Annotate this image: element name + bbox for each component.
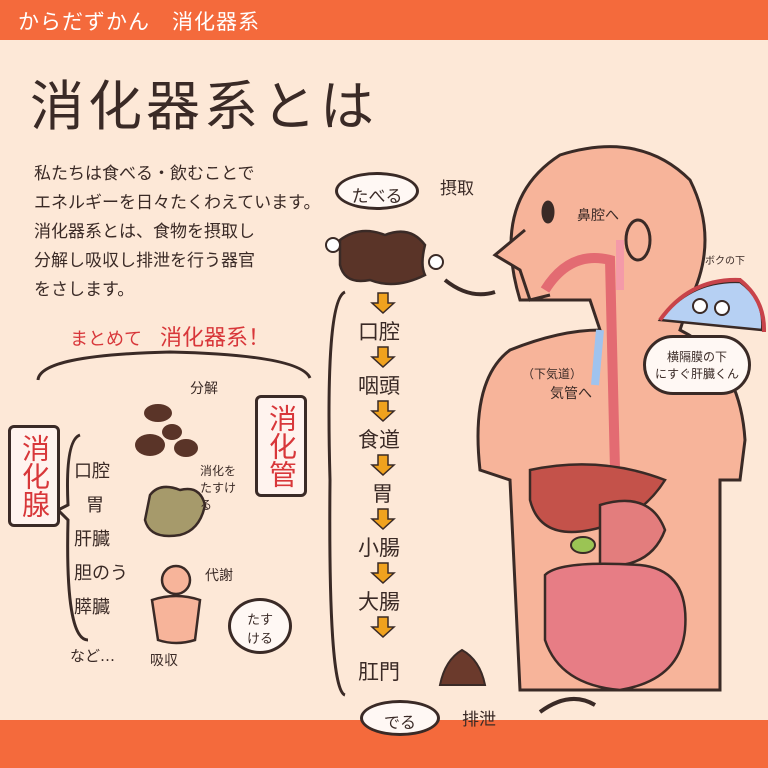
intro-line: 分解し吸収し排泄を行う器官 — [34, 251, 255, 271]
header-band — [0, 0, 768, 40]
eat-bubble: たべる — [335, 172, 419, 210]
food-pieces-icon — [135, 404, 198, 457]
gland-label: 消化腺 — [8, 425, 60, 527]
intro-line: 私たちは食べる・飲むことで — [34, 164, 255, 184]
digested-food-icon — [143, 485, 207, 538]
gland-item: 肝臓 — [74, 529, 110, 550]
liver-bubble-line: にすぐ肝臓くん — [654, 367, 740, 381]
summary-prefix: まとめて — [70, 329, 142, 350]
intake-label: 摂取 — [440, 179, 474, 199]
person-character-icon — [150, 564, 202, 645]
flow-step: 食道 — [358, 428, 400, 452]
tract-label: 消化管 — [255, 395, 307, 497]
flow-step: 口腔 — [358, 320, 400, 344]
summary-brace — [36, 350, 312, 381]
summary-highlight: 消化器系！ — [160, 326, 271, 351]
diaphragm-character — [657, 277, 767, 333]
note-breakdown: 分解 — [190, 381, 218, 397]
gland-list: 口腔 胃 肝臓 胆のう 膵臓 — [74, 455, 128, 625]
excrete-arrow — [538, 696, 597, 714]
gland-item: 胃 — [86, 495, 104, 516]
trachea-arrow — [591, 329, 604, 386]
excrete-label: 排泄 — [462, 710, 496, 730]
flow-step: 小腸 — [358, 536, 400, 560]
flow-arrows — [370, 292, 396, 639]
header-title: からだずかん 消化器系 — [18, 10, 260, 34]
trachea-label: 気管へ — [550, 386, 592, 402]
summary-label: まとめて 消化器系！ — [70, 320, 270, 352]
liver-bubble-line: 横隔膜の下 — [666, 350, 727, 364]
intro-text: 私たちは食べる・飲むことで エネルギーを日々たくわえています。 消化器系とは、食… — [34, 160, 334, 305]
gland-brace — [55, 433, 89, 642]
tract-brace — [327, 290, 346, 697]
esophagus-airway — [540, 253, 620, 471]
intake-arrow — [443, 278, 496, 297]
intro-line: をさします。 — [34, 280, 135, 300]
liver-bubble: 横隔膜の下 にすぐ肝臓くん — [643, 335, 751, 395]
note-digest-help: 消化をたすける — [200, 464, 237, 512]
note-absorb: 吸収 — [150, 653, 178, 669]
flow-step: 咽頭 — [358, 374, 400, 398]
under-me-label: ボクの下 — [705, 256, 745, 267]
out-bubble: でる — [360, 700, 440, 736]
nasal-label: 鼻腔へ — [577, 208, 619, 224]
gallbladder — [570, 536, 596, 554]
intro-line: 消化器系とは、食物を摂取し — [34, 222, 255, 242]
lower-airway-label: （下気道） — [522, 367, 583, 381]
intestines — [543, 562, 687, 692]
intro-line: エネルギーを日々たくわえています。 — [34, 193, 321, 213]
flow-step: 肛門 — [358, 660, 400, 684]
meat-icon — [325, 229, 444, 286]
page-title: 消化器系とは — [30, 75, 378, 138]
flow-step: 大腸 — [358, 590, 400, 614]
gland-item: 口腔 — [74, 461, 110, 482]
glands-more: など… — [70, 647, 116, 665]
poop-icon — [438, 648, 487, 686]
note-metabolism: 代謝 — [205, 568, 233, 584]
organs — [528, 463, 687, 692]
gland-item: 膵臓 — [74, 597, 110, 618]
help-bubble: たすける — [228, 598, 292, 654]
flow-step: 胃 — [372, 482, 393, 506]
gland-item: 胆のう — [74, 563, 128, 584]
